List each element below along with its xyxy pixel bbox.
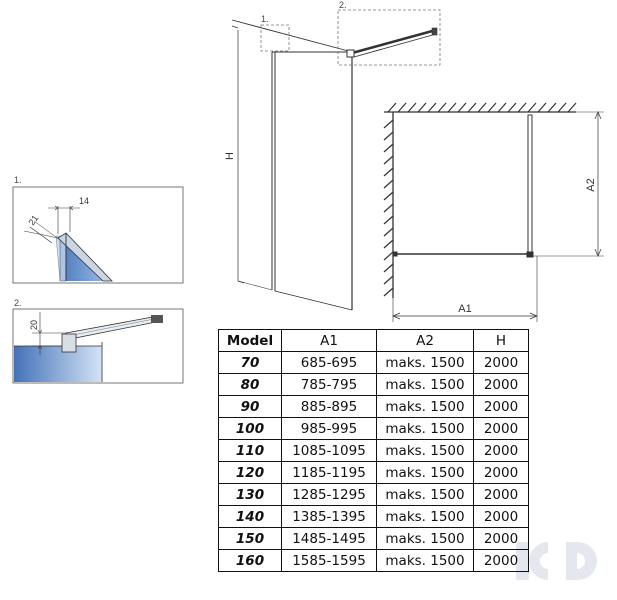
cell-a2: maks. 1500 <box>376 395 474 418</box>
cell-a1: 785-795 <box>281 373 377 396</box>
cell-h: 2000 <box>473 417 529 440</box>
cell-h: 2000 <box>473 395 529 418</box>
cell-a2: maks. 1500 <box>376 549 474 572</box>
cell-a1: 1285-1295 <box>281 483 377 506</box>
cell-h: 2000 <box>473 505 529 528</box>
dim-h-label: H <box>224 152 236 160</box>
header-a1: A1 <box>281 329 377 352</box>
detail-2 <box>12 308 184 384</box>
header-model: Model <box>218 329 282 352</box>
dim-14-label: 14 <box>79 196 89 206</box>
dim-21-label: 21 <box>26 213 40 227</box>
cell-model: 160 <box>218 549 282 572</box>
cell-model: 120 <box>218 461 282 484</box>
cell-a1: 685-695 <box>281 351 377 374</box>
cell-model: 80 <box>218 373 282 396</box>
cell-a1: 985-995 <box>281 417 377 440</box>
cell-model: 110 <box>218 439 282 462</box>
cell-a1: 1485-1495 <box>281 527 377 550</box>
detail-1-label: 1. <box>14 175 22 185</box>
cell-a2: maks. 1500 <box>376 505 474 528</box>
cell-h: 2000 <box>473 527 529 550</box>
cell-h: 2000 <box>473 461 529 484</box>
callout-1-label: 1. <box>261 14 269 24</box>
table-header-row: Model A1 A2 H <box>218 329 529 352</box>
plan-view <box>383 102 604 322</box>
dim-a2-label: A2 <box>585 178 597 191</box>
cell-model: 100 <box>218 417 282 440</box>
callout-box-1 <box>260 24 290 52</box>
header-a2: A2 <box>376 329 474 352</box>
cell-model: 90 <box>218 395 282 418</box>
detail-2-label: 2. <box>14 298 22 308</box>
dim-20-label: 20 <box>29 320 39 330</box>
cell-h: 2000 <box>473 439 529 462</box>
cell-a2: maks. 1500 <box>376 483 474 506</box>
cell-h: 2000 <box>473 483 529 506</box>
cell-a2: maks. 1500 <box>376 373 474 396</box>
cell-model: 70 <box>218 351 282 374</box>
cell-h: 2000 <box>473 351 529 374</box>
detail-1 <box>12 186 184 284</box>
callout-box-2 <box>337 9 441 66</box>
dim-a1-label: A1 <box>458 303 471 315</box>
cell-model: 130 <box>218 483 282 506</box>
cell-a1: 885-895 <box>281 395 377 418</box>
cell-a1: 1085-1095 <box>281 439 377 462</box>
cell-h: 2000 <box>473 373 529 396</box>
cell-a1: 1185-1195 <box>281 461 377 484</box>
cell-a2: maks. 1500 <box>376 351 474 374</box>
cell-a1: 1585-1595 <box>281 549 377 572</box>
cell-a1: 1385-1395 <box>281 505 377 528</box>
cell-model: 150 <box>218 527 282 550</box>
elevation-view <box>231 19 438 311</box>
cell-a2: maks. 1500 <box>376 439 474 462</box>
cell-a2: maks. 1500 <box>376 461 474 484</box>
callout-2-label: 2. <box>339 0 347 10</box>
cell-h: 2000 <box>473 549 529 572</box>
cell-a2: maks. 1500 <box>376 417 474 440</box>
header-h: H <box>473 329 529 352</box>
cell-a2: maks. 1500 <box>376 527 474 550</box>
cell-model: 140 <box>218 505 282 528</box>
